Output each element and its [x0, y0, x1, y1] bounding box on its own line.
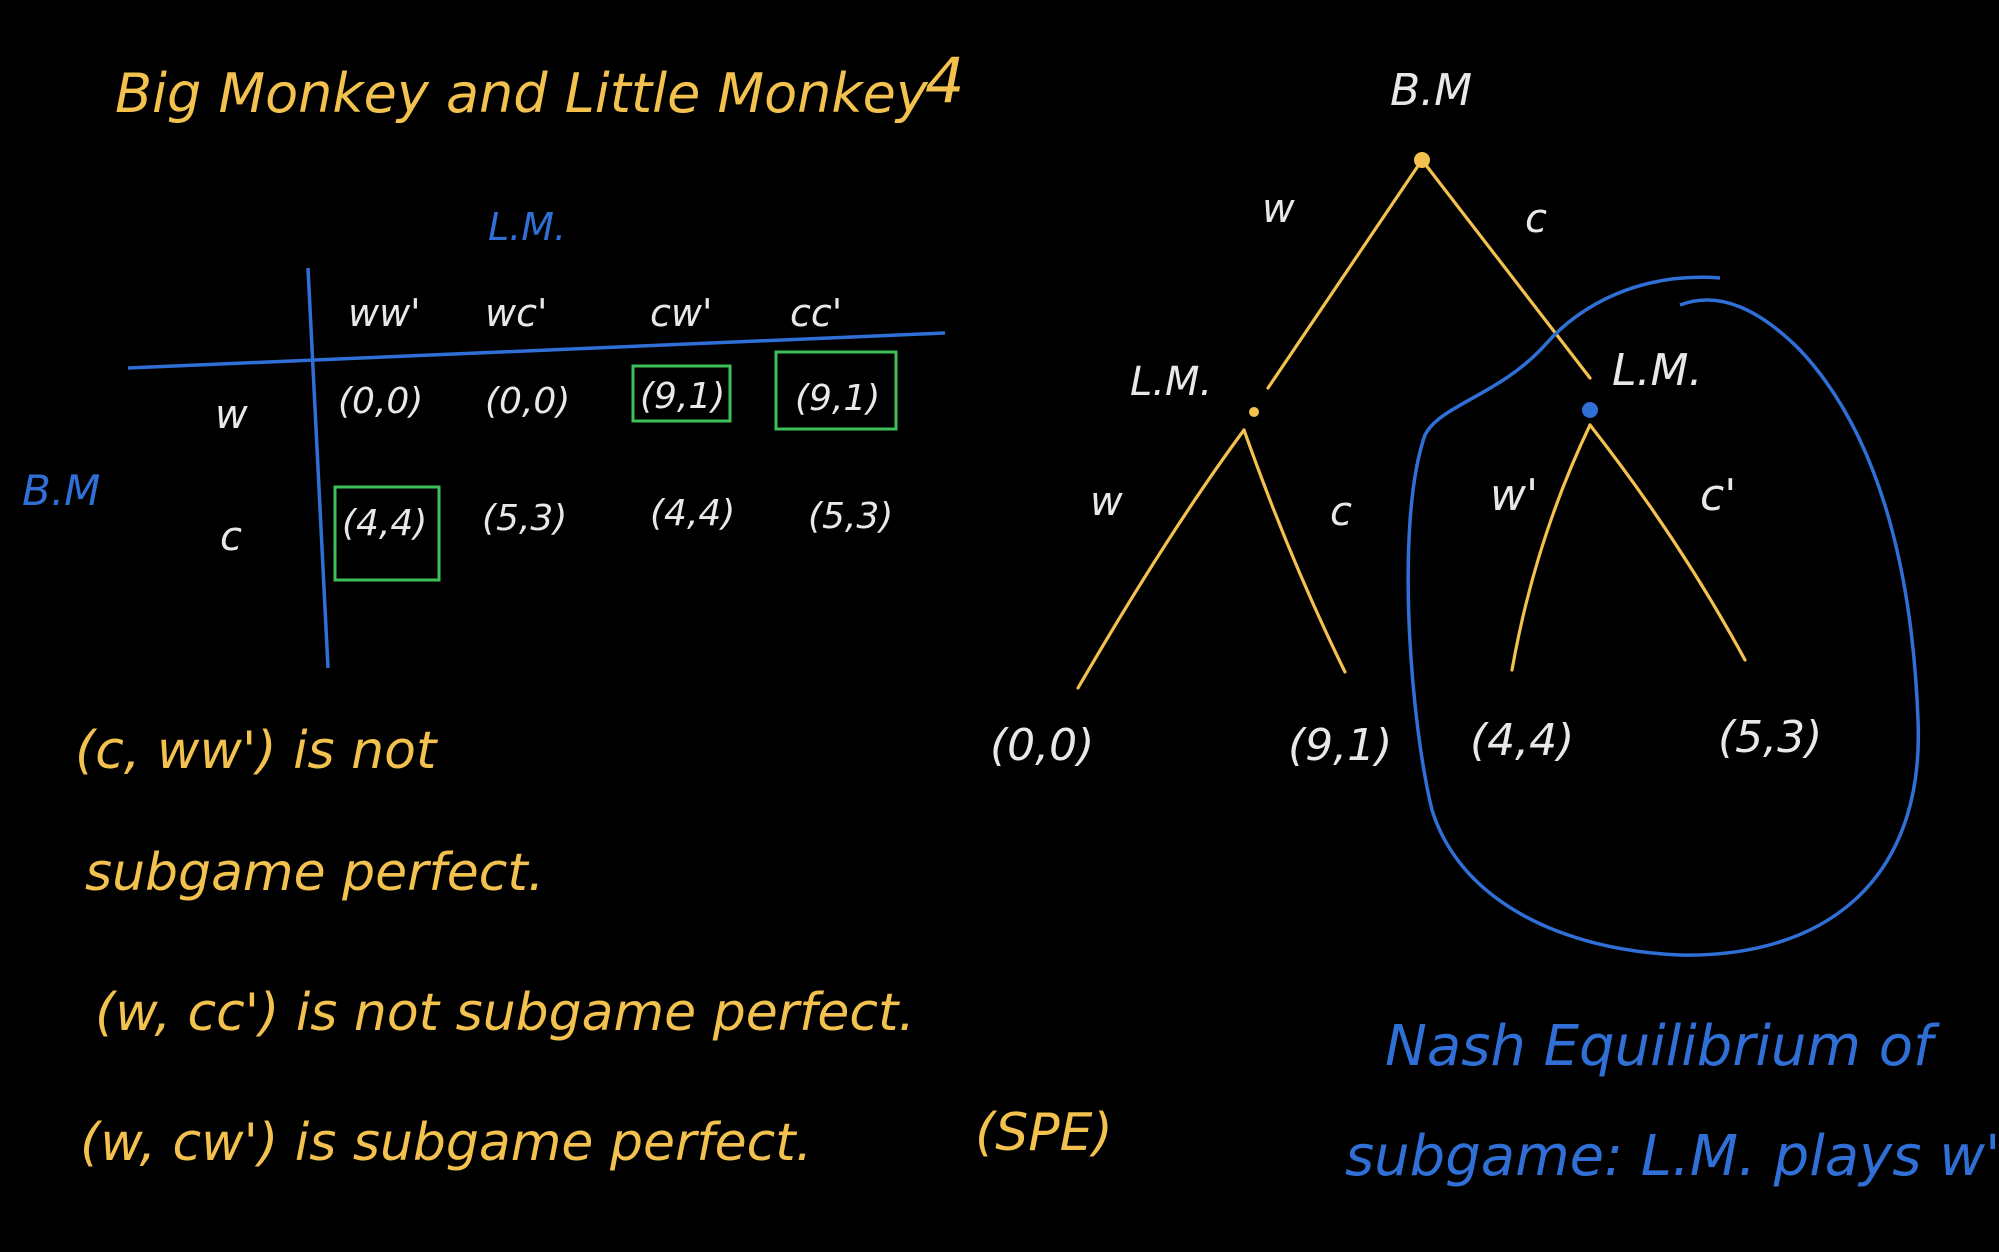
subgame-loop: [1406, 275, 1920, 957]
edge-left-w: [1076, 428, 1246, 690]
cell-c-ww: (4,4): [342, 503, 427, 544]
row-label-w: w: [215, 392, 248, 438]
edge-left-c: [1242, 428, 1347, 674]
col-header-ww: ww': [348, 291, 421, 335]
title: Big Monkey and Little Monkey: [115, 62, 929, 125]
left-node-label: L.M.: [1130, 359, 1212, 405]
payoff-1: (9,1): [1288, 720, 1392, 771]
statement-1-line-1: (c, ww') is not: [75, 721, 438, 781]
col-header-wc: wc': [485, 291, 547, 335]
edge-right-c-prime: [1588, 423, 1747, 662]
payoff-2: (4,4): [1470, 715, 1574, 766]
column-player-label: L.M.: [488, 205, 566, 249]
payoff-3: (5,3): [1718, 712, 1822, 763]
edge-root-w: [1266, 158, 1424, 390]
row-player-label: B.M: [22, 466, 100, 515]
right-edge-label-c-prime: c': [1700, 470, 1736, 521]
right-decision-node: [1582, 402, 1598, 418]
edge-root-c: [1420, 158, 1592, 380]
cell-c-wc: (5,3): [482, 498, 567, 539]
nash-box-w-cw: [631, 364, 732, 423]
statement-2: (w, cc') is not subgame perfect.: [95, 983, 915, 1043]
payoff-matrix: L.M. B.M ww' wc' cw' cc' w c (0,0) (0,0)…: [22, 205, 946, 669]
row-label-c: c: [220, 514, 242, 560]
right-node-label: L.M.: [1612, 345, 1702, 396]
statement-1-line-2: subgame perfect.: [85, 843, 544, 903]
nash-box-c-ww: [333, 485, 441, 582]
root-player-label: B.M: [1390, 65, 1472, 116]
col-header-cc: cc': [790, 291, 842, 335]
subgame-perfection-statements: (c, ww') is not subgame perfect. (w, cc'…: [75, 721, 1113, 1173]
payoff-0: (0,0): [990, 720, 1094, 771]
root-edge-label-c: c: [1525, 196, 1547, 242]
page-number: 4: [925, 44, 964, 117]
matrix-vertical-rule: [306, 267, 330, 669]
root-node: [1414, 152, 1430, 168]
nash-box-w-cc: [774, 350, 898, 431]
cell-w-cw: (9,1): [640, 376, 725, 417]
left-edge-label-c: c: [1330, 489, 1352, 535]
cell-c-cw: (4,4): [650, 493, 735, 534]
cell-w-wc: (0,0): [485, 381, 570, 422]
right-edge-label-w-prime: w': [1490, 470, 1538, 521]
root-edge-label-w: w: [1262, 186, 1295, 232]
col-header-cw: cw': [650, 291, 712, 335]
left-decision-node: [1249, 407, 1259, 417]
left-edge-label-w: w: [1090, 479, 1123, 525]
statement-3: (w, cw') is subgame perfect.: [80, 1113, 812, 1173]
matrix-horizontal-rule: [127, 331, 946, 370]
cell-w-ww: (0,0): [338, 381, 423, 422]
cell-w-cc: (9,1): [795, 378, 880, 419]
edge-right-w-prime: [1510, 423, 1592, 672]
note-line-1: Nash Equilibrium of: [1385, 1014, 1940, 1079]
game-tree: [1076, 158, 1747, 690]
statement-3-tag: (SPE): [975, 1103, 1113, 1163]
note-line-2: subgame: L.M. plays w'.: [1345, 1124, 1999, 1189]
cell-c-cc: (5,3): [808, 496, 893, 537]
